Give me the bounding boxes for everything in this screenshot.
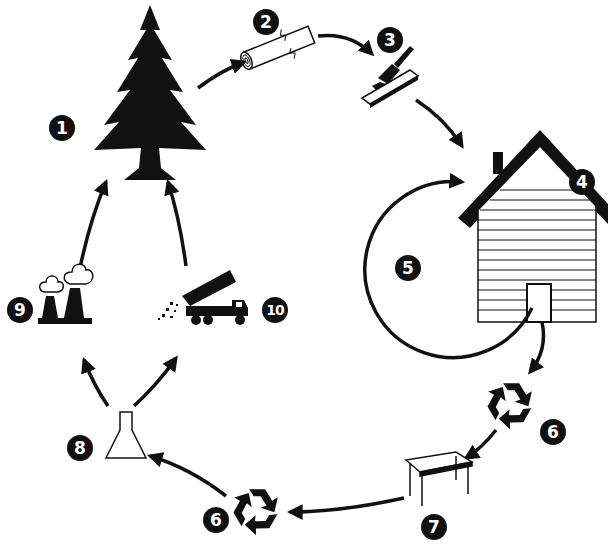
tree-icon-part [94, 5, 206, 180]
dump-truck-icon-part [182, 270, 236, 306]
plank-brush-icon [362, 46, 418, 108]
factory-icon [38, 264, 93, 324]
house-icon-part-part [500, 190, 580, 191]
flow-arrows-part [198, 62, 244, 88]
dump-truck-icon-part [236, 302, 242, 307]
plank-brush-icon-part [372, 82, 386, 90]
house-icon-part-part [478, 280, 596, 281]
plank-brush-icon-part [378, 64, 400, 84]
flow-arrows [80, 35, 544, 512]
house-icon-part-part [478, 240, 596, 241]
factory-icon-part [38, 288, 92, 324]
dump-truck-icon-part-part [170, 302, 173, 305]
flow-arrows-part [530, 322, 544, 372]
callout-number: 6 [203, 507, 229, 533]
flow-arrows-part [290, 498, 404, 512]
dump-truck-icon-part [158, 302, 178, 320]
recycle-icon [481, 383, 532, 433]
house-icon-part-part [478, 260, 596, 261]
house-icon-part-part [478, 270, 596, 271]
recycle-icon [227, 489, 278, 539]
recycle-icon-part [227, 490, 261, 526]
log-icon-part [278, 28, 296, 60]
recycle-icon-part [481, 384, 515, 420]
flow-arrows-part [365, 182, 532, 358]
flask-icon [106, 412, 146, 458]
table-icon-part [409, 464, 411, 496]
dump-truck-icon-part-part [176, 304, 178, 306]
factory-icon-part [40, 276, 64, 292]
table-icon-part [455, 456, 457, 480]
tree-icon [94, 5, 206, 180]
dump-truck-icon-part [186, 306, 232, 316]
dump-truck-icon-part-part [174, 310, 176, 312]
callout-number: 2 [253, 9, 279, 35]
plank-brush-icon-part [370, 76, 418, 108]
dump-truck-icon-part [203, 315, 213, 325]
callout-number: 1 [49, 115, 75, 141]
recycle-icon-part [497, 397, 531, 433]
flow-arrows-part [134, 358, 176, 406]
log-icon-part [238, 51, 254, 71]
flow-arrows-part [80, 182, 106, 268]
dump-truck-icon-part [232, 300, 248, 316]
dump-truck-icon-part-part [162, 314, 165, 317]
callout-number: 7 [421, 514, 447, 540]
dump-truck-icon-part-part [170, 316, 173, 318]
flow-arrows-part [150, 456, 226, 496]
flow-arrows-part [168, 182, 186, 266]
house-icon-part [493, 152, 503, 174]
flow-arrows-part [84, 360, 108, 406]
dump-truck-icon-part [235, 315, 245, 325]
recycle-icon-part [503, 383, 532, 406]
callout-number: 4 [569, 169, 595, 195]
dump-truck-icon-part-part [166, 308, 169, 311]
flow-arrows-part [466, 430, 496, 458]
house-icon [458, 130, 608, 322]
callout-number: 8 [67, 435, 93, 461]
flask-icon-part [106, 412, 146, 458]
log-icon-part [243, 26, 315, 69]
house-icon-part-part [478, 250, 596, 251]
house-icon-part-part [480, 210, 596, 211]
flow-arrows-part [416, 100, 462, 146]
flow-arrows-part [318, 35, 372, 54]
house-icon-part-part [478, 230, 596, 231]
house-icon-part [527, 284, 551, 322]
callout-number: 5 [395, 255, 421, 281]
dump-truck-icon-part [191, 315, 201, 325]
recycle-icon-part [243, 503, 277, 539]
dump-truck-icon [158, 270, 248, 325]
callout-number: 3 [377, 27, 403, 53]
house-icon-part-part [478, 220, 596, 221]
callout-number: 9 [7, 297, 33, 323]
house-icon-part [478, 146, 596, 322]
table-icon-part [421, 476, 423, 506]
callout-number: 10 [262, 297, 288, 323]
factory-icon-part [64, 264, 93, 284]
table-icon [406, 452, 472, 506]
table-icon-part [420, 462, 472, 476]
recycle-icon-part [249, 489, 278, 512]
table-icon-part [467, 466, 469, 494]
house-icon-part-part [490, 200, 590, 201]
dump-truck-icon-part-part [158, 318, 160, 320]
log-icon-part [244, 58, 248, 64]
callout-number: 6 [540, 419, 566, 445]
